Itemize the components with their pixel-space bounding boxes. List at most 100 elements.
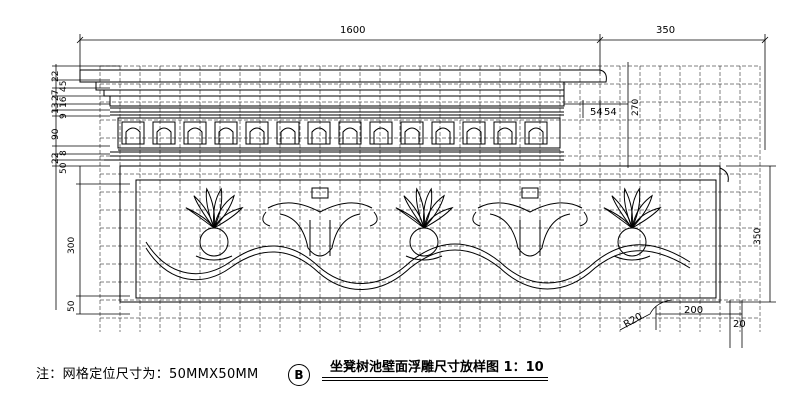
dim-pair-b: 54 bbox=[604, 107, 617, 118]
left-stack-label: 22 bbox=[51, 71, 61, 82]
dentil-block bbox=[183, 121, 207, 145]
left-stack-label: 90 bbox=[51, 128, 61, 140]
dentil-arch bbox=[528, 127, 544, 144]
acanthus-stem bbox=[405, 255, 443, 261]
dentil-block bbox=[245, 121, 269, 145]
dentil-block bbox=[369, 121, 393, 145]
lotus-curl-left bbox=[262, 211, 271, 227]
dentil-arch bbox=[125, 127, 141, 144]
left-stack-label: 27 bbox=[51, 90, 61, 101]
title-underline-thin bbox=[322, 380, 548, 381]
dim-panel-height: 300 bbox=[67, 237, 77, 254]
dim-bottom-right-a: 200 bbox=[684, 305, 703, 316]
acanthus-leaf bbox=[403, 195, 425, 229]
dentil-block bbox=[307, 121, 331, 145]
reference-grid bbox=[99, 65, 761, 332]
dentil-block bbox=[152, 121, 176, 145]
dentil-arch bbox=[466, 127, 482, 144]
left-stack-label: 13 bbox=[51, 103, 61, 114]
acanthus-leaf bbox=[631, 206, 662, 229]
lotus-crown bbox=[311, 187, 329, 199]
acanthus-leaf bbox=[415, 187, 425, 229]
lotus-wings bbox=[267, 202, 373, 213]
acanthus-leaf bbox=[193, 195, 215, 229]
dentil-arch bbox=[311, 127, 327, 144]
acanthus-fan bbox=[395, 187, 454, 261]
lotus-wings bbox=[477, 202, 583, 213]
left-stack-label: 8 bbox=[59, 150, 69, 156]
acanthus-leaf bbox=[395, 207, 425, 229]
relief-ornaments bbox=[145, 187, 691, 290]
left-stack-label: 50 bbox=[59, 162, 69, 174]
acanthus-fan bbox=[603, 187, 662, 261]
dim-bottom-right-b: 20 bbox=[733, 319, 746, 330]
scroll-vine-inner bbox=[145, 247, 691, 290]
acanthus-base bbox=[409, 227, 439, 257]
dentil-block bbox=[121, 121, 145, 145]
dim-top-total: 1600 bbox=[340, 25, 365, 36]
dentil-block bbox=[462, 121, 486, 145]
dentil-row bbox=[121, 121, 548, 145]
scroll-vine bbox=[145, 241, 691, 284]
acanthus-fan bbox=[185, 187, 244, 261]
acanthus-leaf bbox=[423, 206, 454, 229]
lotus-body bbox=[279, 213, 361, 257]
left-stack-label: 16 bbox=[59, 96, 69, 108]
dentil-block bbox=[493, 121, 517, 145]
dentil-block bbox=[276, 121, 300, 145]
lotus-ribs bbox=[519, 220, 541, 256]
acanthus-leaf bbox=[185, 207, 215, 229]
dentil-block bbox=[400, 121, 424, 145]
dentil-arch bbox=[342, 127, 358, 144]
acanthus-base bbox=[617, 227, 647, 257]
dim-radius: R20 bbox=[622, 311, 645, 330]
dentil-arch bbox=[280, 127, 296, 144]
acanthus-base bbox=[199, 227, 229, 257]
dentil-arch bbox=[249, 127, 265, 144]
drawing-title: 坐凳树池壁面浮雕尺寸放样图 1：10 bbox=[330, 360, 544, 375]
acanthus-leaf bbox=[213, 206, 244, 229]
lotus-body bbox=[489, 213, 571, 257]
dentil-block bbox=[524, 121, 548, 145]
acanthus-leaf bbox=[631, 187, 641, 229]
dim-panel-bottom: 50 bbox=[67, 300, 77, 312]
dentil-arch bbox=[404, 127, 420, 144]
dimension-lines bbox=[52, 34, 776, 348]
acanthus-leaf bbox=[611, 195, 633, 229]
dentil-block bbox=[338, 121, 362, 145]
acanthus-stem bbox=[195, 255, 233, 261]
acanthus-stem bbox=[613, 255, 651, 261]
lotus-crown bbox=[521, 187, 539, 199]
dentil-block bbox=[214, 121, 238, 145]
title-underline bbox=[322, 377, 548, 378]
lotus-curl-left bbox=[472, 211, 481, 227]
dim-top-right: 350 bbox=[656, 25, 675, 36]
dentil-arch bbox=[187, 127, 203, 144]
dim-side-height: 270 bbox=[631, 99, 641, 116]
lotus-motif bbox=[262, 187, 378, 257]
grid-note: 注：网格定位尺寸为：50MMX50MM bbox=[36, 367, 259, 382]
lotus-ribs bbox=[309, 220, 331, 256]
lotus-curl-right bbox=[369, 211, 378, 227]
acanthus-leaf bbox=[603, 207, 633, 229]
lotus-curl-right bbox=[579, 211, 588, 227]
dentil-arch bbox=[435, 127, 451, 144]
left-stack-label: 9 bbox=[59, 113, 69, 119]
left-stack-label: 22 bbox=[51, 153, 61, 164]
dim-right-height: 350 bbox=[753, 228, 763, 245]
left-stack-label: 45 bbox=[59, 81, 69, 92]
detail-badge: B bbox=[288, 364, 310, 386]
dentil-arch bbox=[218, 127, 234, 144]
dentil-arch bbox=[373, 127, 389, 144]
acanthus-leaf bbox=[205, 187, 215, 229]
relief-panel bbox=[119, 165, 729, 303]
dentil-block bbox=[431, 121, 455, 145]
dim-pair-a: 54 bbox=[590, 107, 603, 118]
cornice-molding bbox=[79, 69, 607, 161]
dentil-arch bbox=[156, 127, 172, 144]
acanthus-leaf bbox=[623, 187, 633, 229]
dentil-arch bbox=[497, 127, 513, 144]
acanthus-leaf bbox=[213, 187, 223, 229]
